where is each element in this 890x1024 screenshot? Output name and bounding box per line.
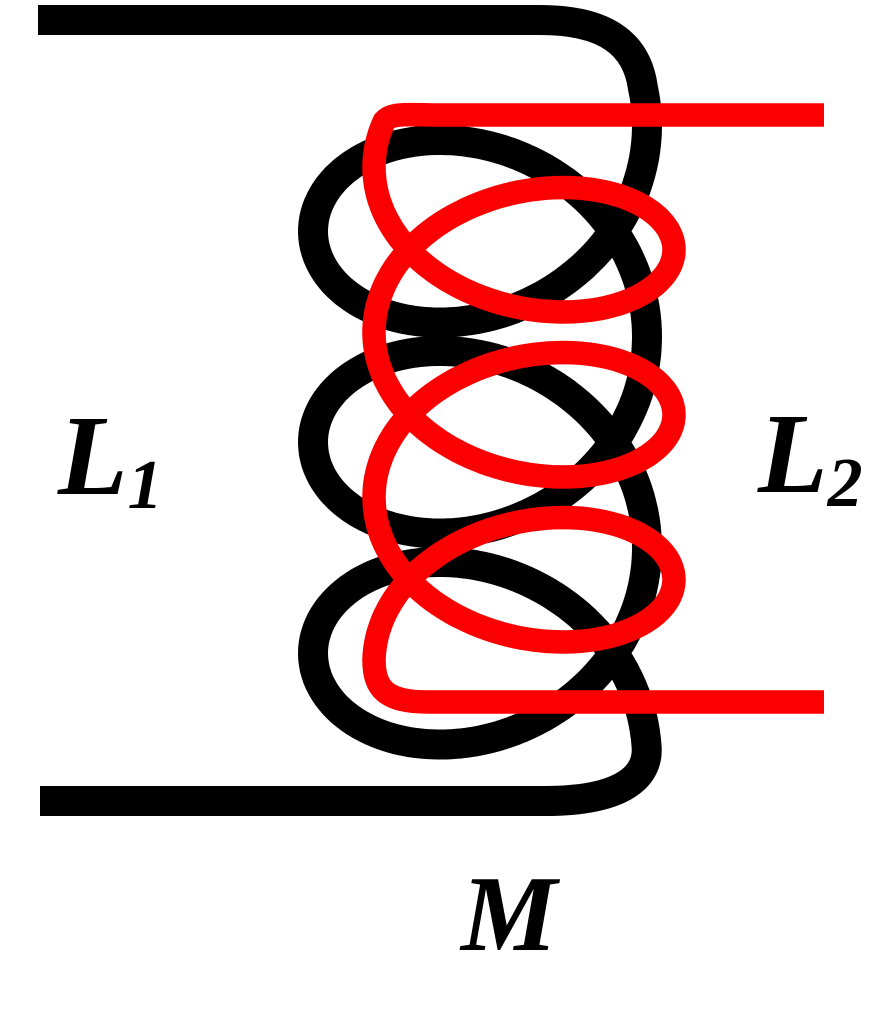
primary-inductance-label: L1 bbox=[58, 399, 163, 521]
label-l2-letter: L bbox=[758, 390, 828, 517]
label-l1-subscript: 1 bbox=[127, 447, 163, 524]
label-l1-letter: L bbox=[58, 392, 128, 519]
primary-coil-wire bbox=[38, 5, 662, 816]
mutual-inductance-label: M bbox=[461, 861, 557, 969]
secondary-inductance-label: L2 bbox=[758, 397, 863, 519]
label-m-letter: M bbox=[461, 855, 558, 974]
label-l2-subscript: 2 bbox=[827, 445, 863, 522]
secondary-coil-wire bbox=[362, 102, 824, 714]
